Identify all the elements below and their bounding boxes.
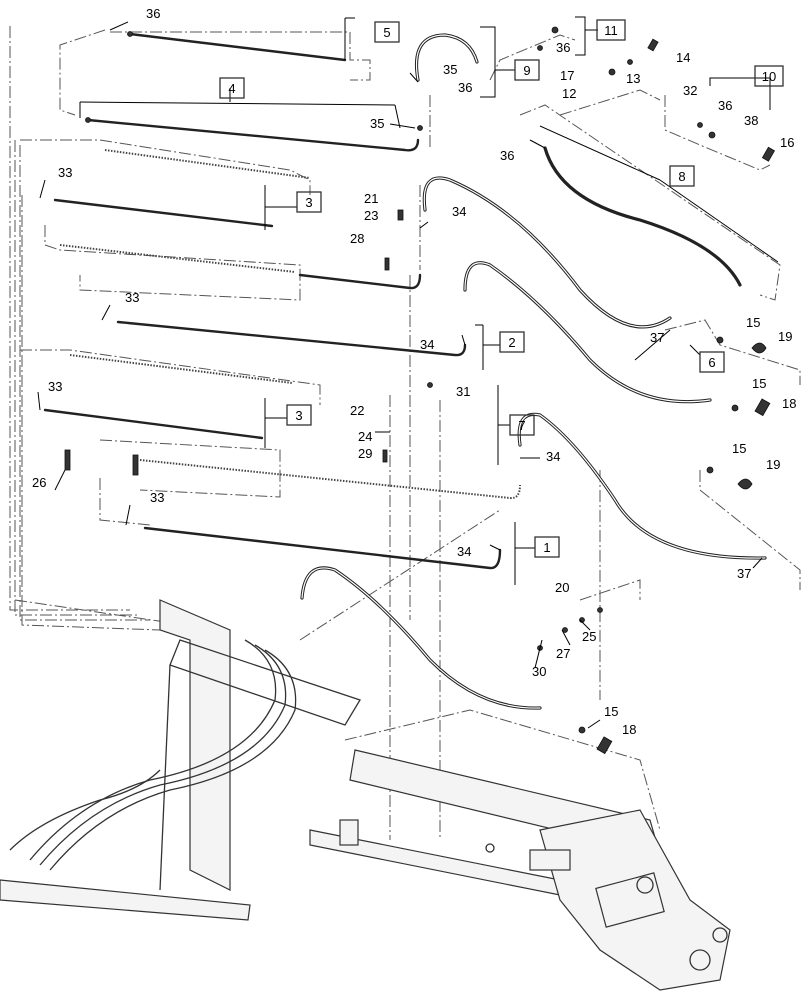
callout-20: 20 [555,580,569,595]
svg-text:3: 3 [295,408,302,423]
callout-23: 23 [364,208,378,223]
callout-13: 13 [626,71,640,86]
callout-14: 14 [676,50,690,65]
callout-25: 25 [582,629,596,644]
callout-box-3b: 3 [286,404,312,426]
callout-18: 18 [622,722,636,737]
tube-1 [143,526,502,570]
callout-boxes: 5 4 9 11 10 8 3 2 6 3 7 1 [219,19,784,558]
callout-35: 35 [370,116,384,131]
tube-upper-elbow [298,273,422,290]
callout-15: 15 [746,315,760,330]
callout-22: 22 [350,403,364,418]
callout-15: 15 [732,441,746,456]
callout-15: 15 [604,704,618,719]
tube-upper-dotted-1 [104,149,311,179]
callout-box-5: 5 [374,21,400,43]
callout-17: 17 [560,68,574,83]
callout-30: 30 [532,664,546,679]
rigid-tubes [43,32,521,570]
leader-lines [37,16,779,729]
svg-text:3: 3 [305,195,312,210]
svg-text:2: 2 [508,335,515,350]
callout-box-6: 6 [699,351,725,373]
tube-5 [128,32,347,62]
callout-box-1: 1 [534,536,560,558]
callout-19: 19 [766,457,780,472]
callout-26: 26 [32,475,46,490]
callout-36: 36 [556,40,570,55]
hose-6 [422,176,672,329]
callout-36: 36 [458,80,472,95]
callout-18: 18 [782,396,796,411]
callout-36: 36 [500,148,514,163]
callout-box-9: 9 [514,59,540,81]
callout-36: 36 [718,98,732,113]
callout-box-2: 2 [499,331,525,353]
callout-37: 37 [737,566,751,581]
svg-text:1: 1 [543,540,550,555]
callout-32: 32 [683,83,697,98]
tube-mid-dotted [69,354,293,384]
callout-29: 29 [358,446,372,461]
svg-text:11: 11 [604,23,618,38]
callout-34: 34 [546,449,560,464]
hose-8 [543,146,742,287]
callout-box-10: 10 [754,65,784,87]
callout-box-7: 7 [509,414,535,436]
hose-lower-long [300,566,542,710]
callout-33: 33 [58,165,72,180]
callout-21: 21 [364,191,378,206]
callout-box-4: 4 [219,77,245,99]
callout-31: 31 [456,384,470,399]
callout-38: 38 [744,113,758,128]
svg-text:9: 9 [523,63,530,78]
callout-box-8: 8 [669,165,695,187]
callout-24: 24 [358,429,372,444]
svg-text:10: 10 [762,69,776,84]
callout-34: 34 [420,337,434,352]
tube-3-lower [43,408,264,440]
tube-lower-dotted [139,459,521,500]
callout-box-11: 11 [596,19,626,41]
callout-12: 12 [562,86,576,101]
callout-34: 34 [452,204,466,219]
fittings [64,26,776,755]
callout-27: 27 [556,646,570,661]
callout-37: 37 [650,330,664,345]
callout-box-3a: 3 [296,191,322,213]
callout-34: 34 [457,544,471,559]
callout-19: 19 [778,329,792,344]
tube-4 [86,118,420,152]
tube-2 [116,320,467,357]
callout-35: 35 [443,62,457,77]
callout-28: 28 [350,231,364,246]
callout-36: 36 [146,6,160,21]
callout-16: 16 [780,135,794,150]
svg-text:5: 5 [383,25,390,40]
callout-33: 33 [125,290,139,305]
flexible-hoses [300,33,767,710]
svg-text:6: 6 [708,355,715,370]
tube-upper-dotted-2 [59,244,296,273]
machine-frame [0,599,731,991]
tube-3-upper [53,198,274,228]
assembly-outlines [9,26,801,840]
part-numbers: 36 35 36 36 14 17 13 12 32 36 38 16 35 3… [32,6,796,737]
svg-text:7: 7 [518,418,525,433]
callout-33: 33 [150,490,164,505]
callout-33: 33 [48,379,62,394]
svg-text:4: 4 [228,81,235,96]
callout-15: 15 [752,376,766,391]
hitch-block [595,872,665,928]
svg-text:8: 8 [678,169,685,184]
